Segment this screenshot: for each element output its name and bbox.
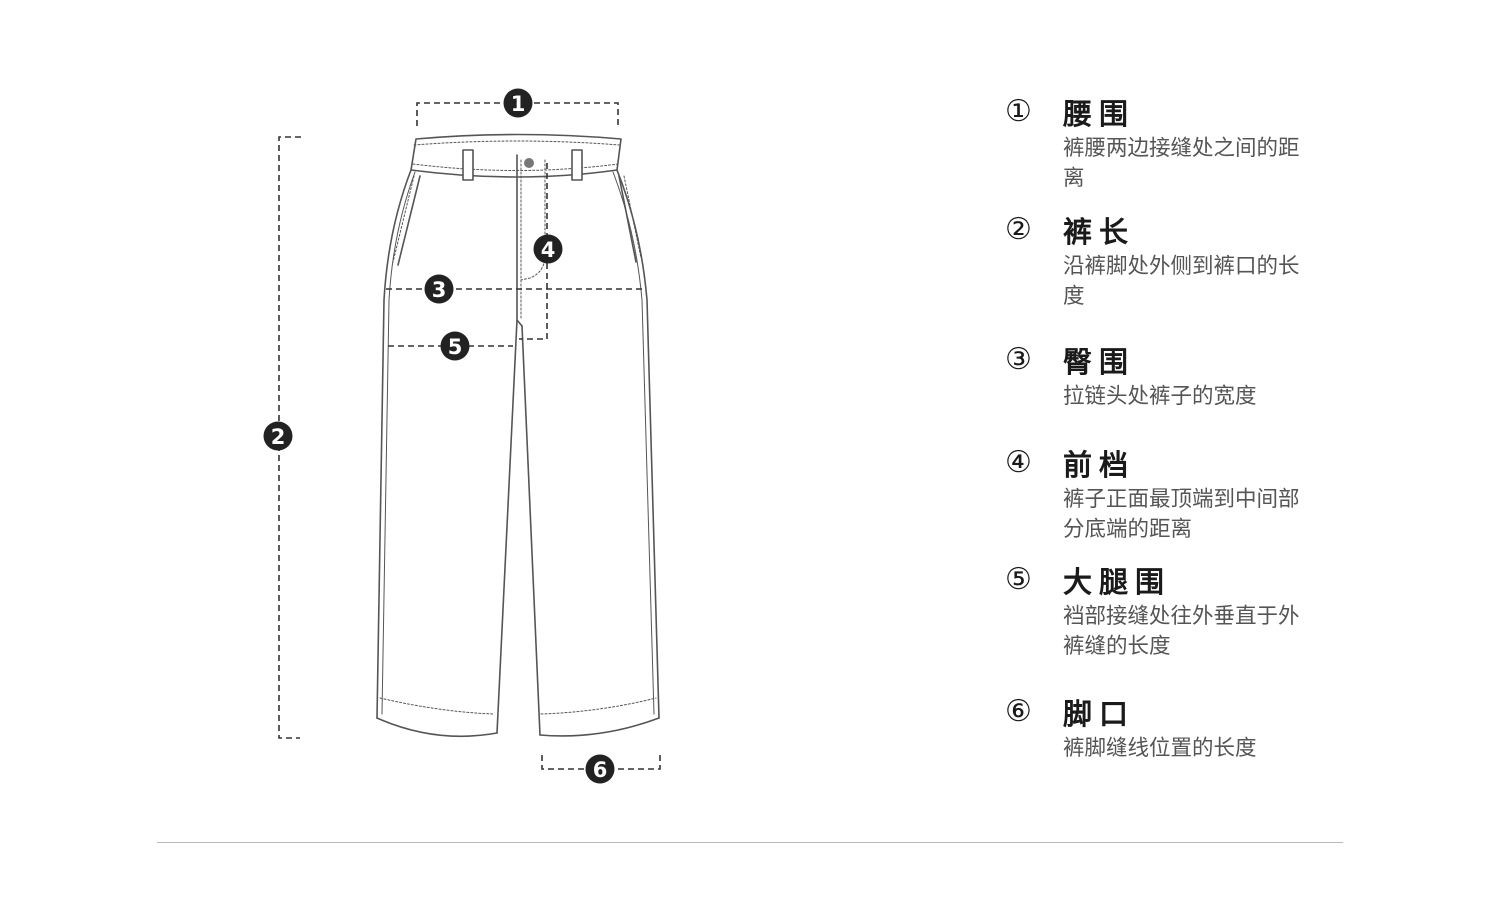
svg-text:5: 5 [448, 335, 463, 359]
waist-button [524, 158, 534, 168]
legend-entry-length: ② 裤长 沿裤脚处外侧到裤口的长度 [1005, 210, 1313, 312]
marker-2: 2 [263, 421, 293, 451]
left-outer-seam [376, 169, 412, 719]
waistband-stitch [413, 140, 620, 146]
legend-title: 脚口 [1063, 697, 1136, 731]
legend-title: 腰围 [1063, 97, 1136, 131]
belt-loop [571, 149, 583, 181]
right-pocket [618, 175, 637, 263]
legend-description: 拉链头处裤子的宽度 [1063, 384, 1257, 409]
marker-3: 3 [424, 274, 454, 304]
legend-title: 裤长 [1063, 215, 1136, 249]
right-outer-seam [616, 169, 660, 719]
svg-text:1: 1 [511, 92, 526, 116]
legend-entry-hip: ③ 臀围 拉链头处裤子的宽度 [1005, 340, 1313, 412]
svg-text:3: 3 [432, 278, 447, 302]
left-inner-seam [496, 319, 518, 734]
marker-6: 6 [585, 754, 615, 784]
bottom-divider [157, 842, 1343, 843]
belt-loop [462, 149, 474, 181]
legend-number: ③ [1005, 342, 1032, 377]
legend-title: 臀围 [1063, 345, 1136, 379]
legend-description: 裤脚缝线位置的长度 [1063, 736, 1257, 761]
left-hem [376, 717, 498, 738]
legend-title: 前档 [1063, 448, 1136, 482]
legend-entry-hem: ⑥ 脚口 裤脚缝线位置的长度 [1005, 692, 1313, 764]
legend-description: 沿裤脚处外侧到裤口的长度 [1063, 254, 1300, 309]
svg-text:4: 4 [541, 238, 556, 262]
legend-entry-rise: ④ 前档 裤子正面最顶端到中间部分底端的距离 [1005, 443, 1313, 545]
legend-entry-waist: ① 腰围 裤腰两边接缝处之间的距离 [1005, 92, 1313, 194]
left-pocket [397, 175, 421, 266]
legend-title: 大腿围 [1063, 565, 1172, 599]
right-inner-seam [521, 325, 541, 736]
legend-number: ⑥ [1005, 694, 1032, 729]
legend-number: ④ [1005, 445, 1032, 480]
marker-1: 1 [503, 88, 533, 118]
legend-description: 裤子正面最顶端到中间部分底端的距离 [1063, 487, 1300, 542]
marker-4: 4 [533, 234, 563, 264]
legend-description: 裆部接缝处往外垂直于外裤缝的长度 [1063, 604, 1300, 659]
legend-description: 裤腰两边接缝处之间的距离 [1063, 136, 1300, 191]
legend-number: ① [1005, 94, 1032, 129]
svg-text:2: 2 [271, 425, 286, 449]
marker-5: 5 [440, 331, 470, 361]
legend-entry-thigh: ⑤ 大腿围 裆部接缝处往外垂直于外裤缝的长度 [1005, 560, 1313, 662]
rise-guide [519, 163, 548, 340]
legend-number: ② [1005, 212, 1032, 247]
svg-text:6: 6 [593, 758, 608, 782]
legend-number: ⑤ [1005, 562, 1032, 597]
right-hem [539, 717, 660, 737]
